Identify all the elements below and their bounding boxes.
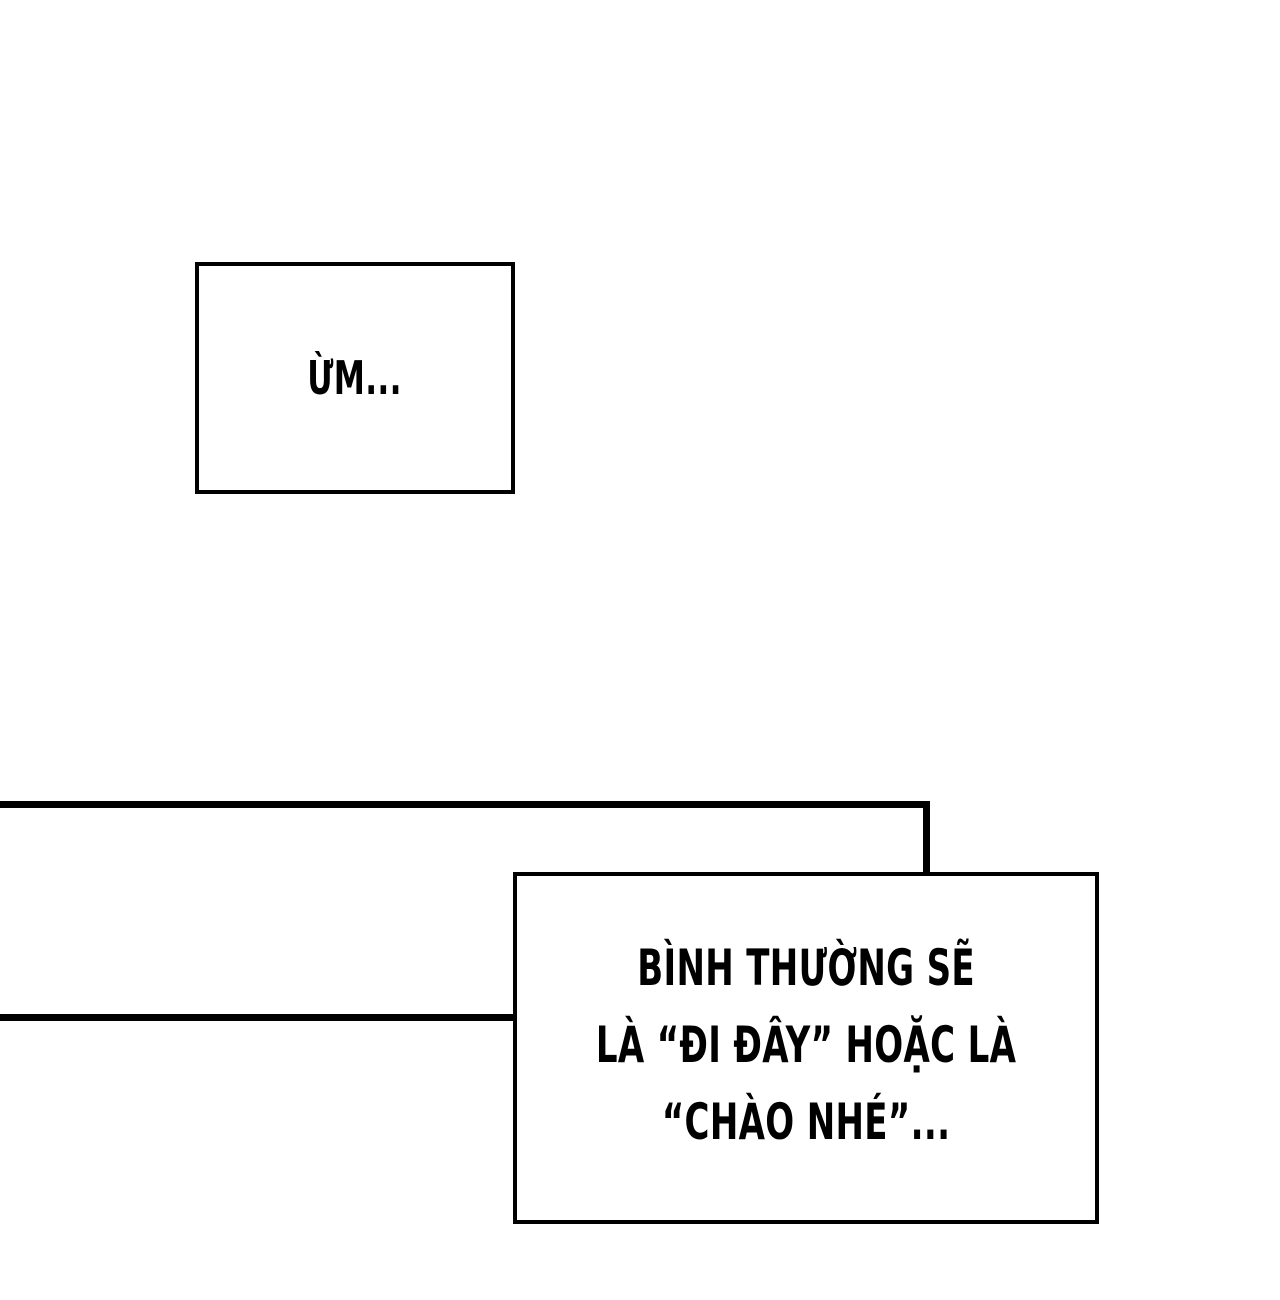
caption-box-greeting: bình thường sẽ là “đi đây” hoặc là “chào…	[513, 872, 1099, 1224]
caption-box-um: ừm...	[195, 262, 515, 494]
caption-line: là “đi đây” hoặc là	[595, 1015, 1017, 1074]
caption-line: “chào nhé”...	[661, 1092, 951, 1151]
caption-text-um: ừm...	[307, 350, 403, 405]
caption-text-greeting: bình thường sẽ là “đi đây” hoặc là “chào…	[596, 930, 1016, 1171]
caption-line: bình thường sẽ	[637, 938, 975, 997]
